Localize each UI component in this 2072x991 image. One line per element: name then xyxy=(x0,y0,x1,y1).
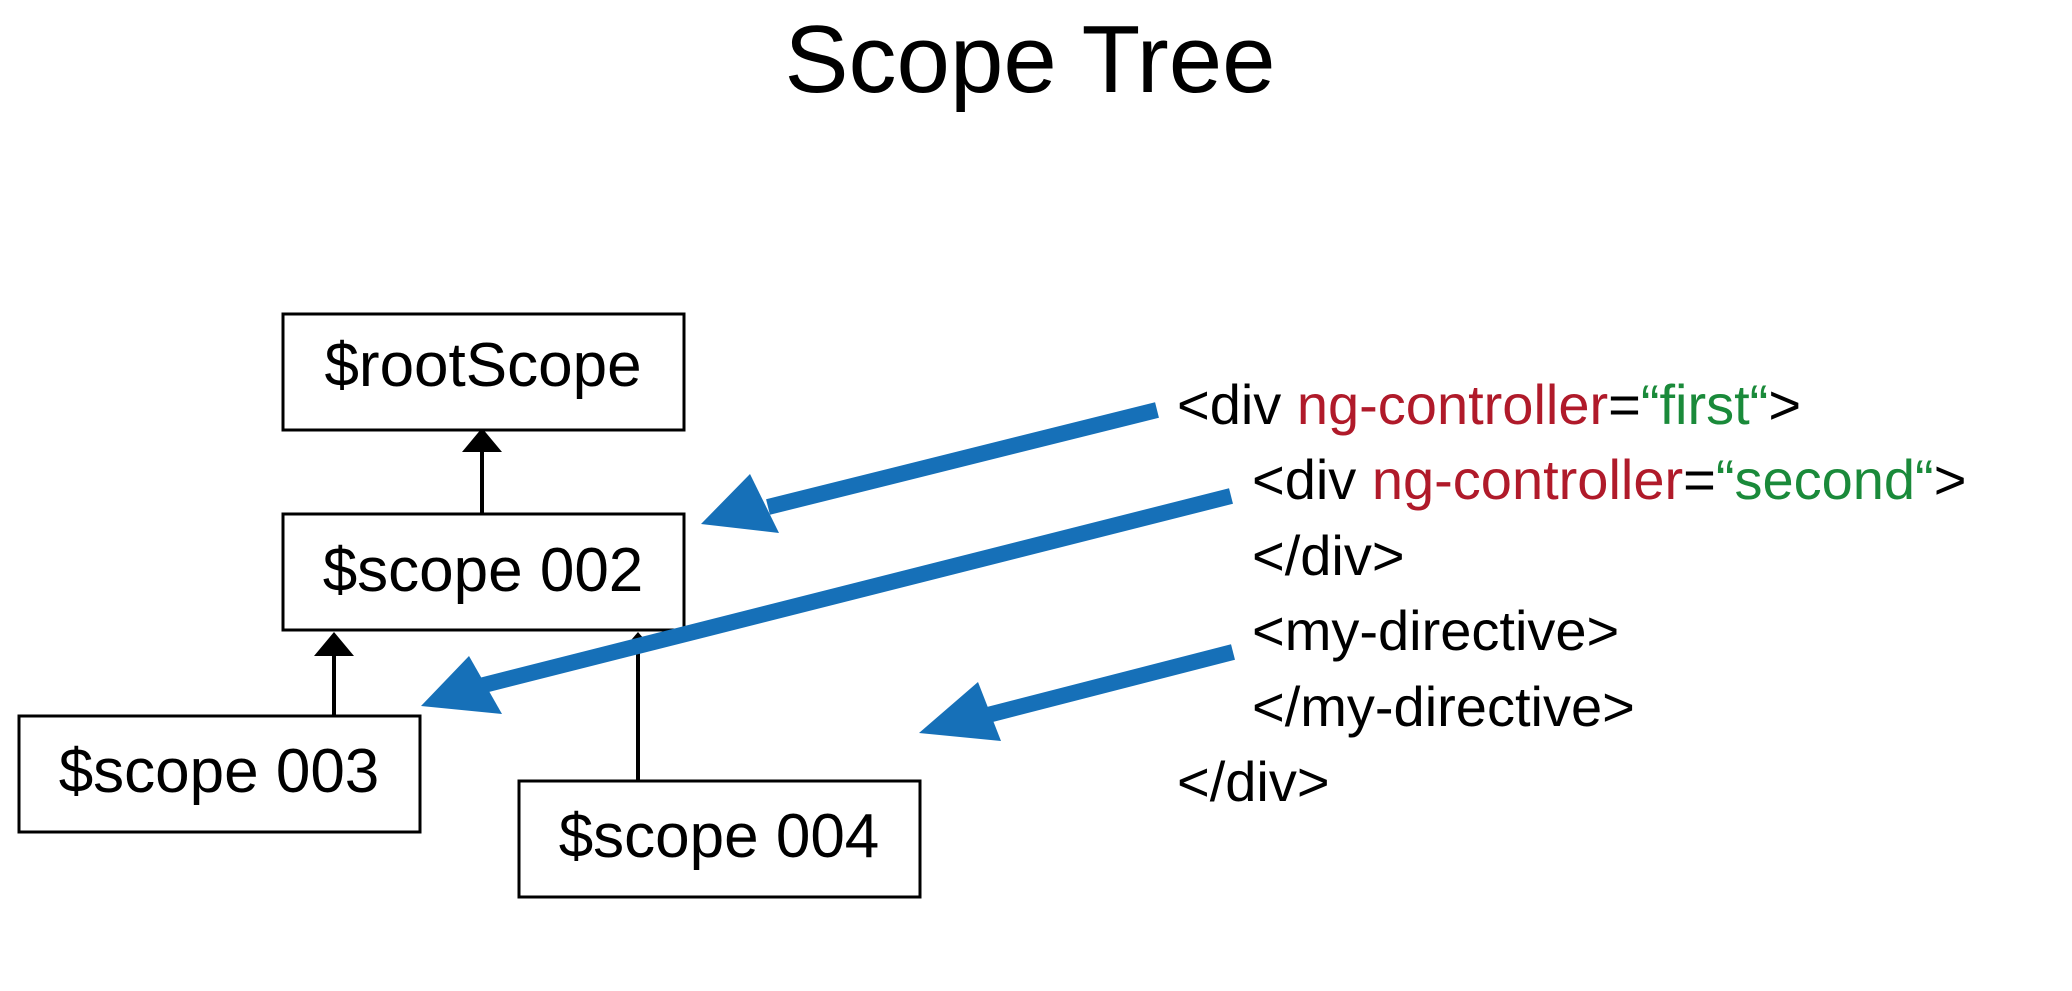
code-listing: <div ng-controller=“first“> <div ng-cont… xyxy=(1177,373,1966,813)
code-line-6: </div> xyxy=(1177,750,1330,813)
pointer-second-to-scope-003 xyxy=(421,488,1233,714)
node-box xyxy=(281,312,686,432)
code-line-5: </my-directive> xyxy=(1252,675,1635,738)
page-title: Scope Tree xyxy=(785,6,1276,113)
code-attribute: ng-controller xyxy=(1297,373,1608,436)
pointer-directive-to-scope-004 xyxy=(919,644,1235,741)
code-equals: = xyxy=(1683,448,1716,511)
code-tag: <div xyxy=(1252,448,1372,511)
arrowhead-up-icon xyxy=(314,632,354,656)
pointer-arrowhead-icon xyxy=(421,656,502,714)
node-rootscope: $rootScope xyxy=(281,312,686,432)
node-scope-003: $scope 003 xyxy=(17,714,422,834)
pointer-arrowhead-icon xyxy=(701,474,779,533)
code-value: “first“ xyxy=(1641,373,1769,436)
code-tag: <div xyxy=(1177,373,1297,436)
tree-connectors xyxy=(332,448,640,781)
pointer-first-to-scope-002 xyxy=(701,402,1159,533)
node-box xyxy=(517,779,922,899)
arrowhead-up-icon xyxy=(462,428,502,452)
code-line-1: <div ng-controller=“first“> xyxy=(1177,373,1801,436)
code-line-4: <my-directive> xyxy=(1252,599,1619,662)
code-tag-close: > xyxy=(1934,448,1967,511)
node-box xyxy=(17,714,422,834)
pointer-shaft xyxy=(766,402,1159,515)
node-scope-002: $scope 002 xyxy=(281,512,686,632)
code-value: “second“ xyxy=(1716,448,1934,511)
code-line-2: <div ng-controller=“second“> xyxy=(1252,448,1966,511)
pointer-arrows xyxy=(421,402,1235,741)
node-box xyxy=(281,512,686,632)
code-attribute: ng-controller xyxy=(1372,448,1683,511)
pointer-shaft xyxy=(982,644,1235,724)
pointer-shaft xyxy=(478,488,1233,694)
node-label: $scope 002 xyxy=(323,536,644,605)
code-line-3: </div> xyxy=(1252,524,1405,587)
node-label: $rootScope xyxy=(324,331,641,400)
node-scope-004: $scope 004 xyxy=(517,779,922,899)
node-label: $scope 003 xyxy=(59,737,380,806)
pointer-arrowhead-icon xyxy=(919,682,1001,741)
code-tag-close: > xyxy=(1768,373,1801,436)
code-equals: = xyxy=(1608,373,1641,436)
node-label: $scope 004 xyxy=(559,802,880,871)
